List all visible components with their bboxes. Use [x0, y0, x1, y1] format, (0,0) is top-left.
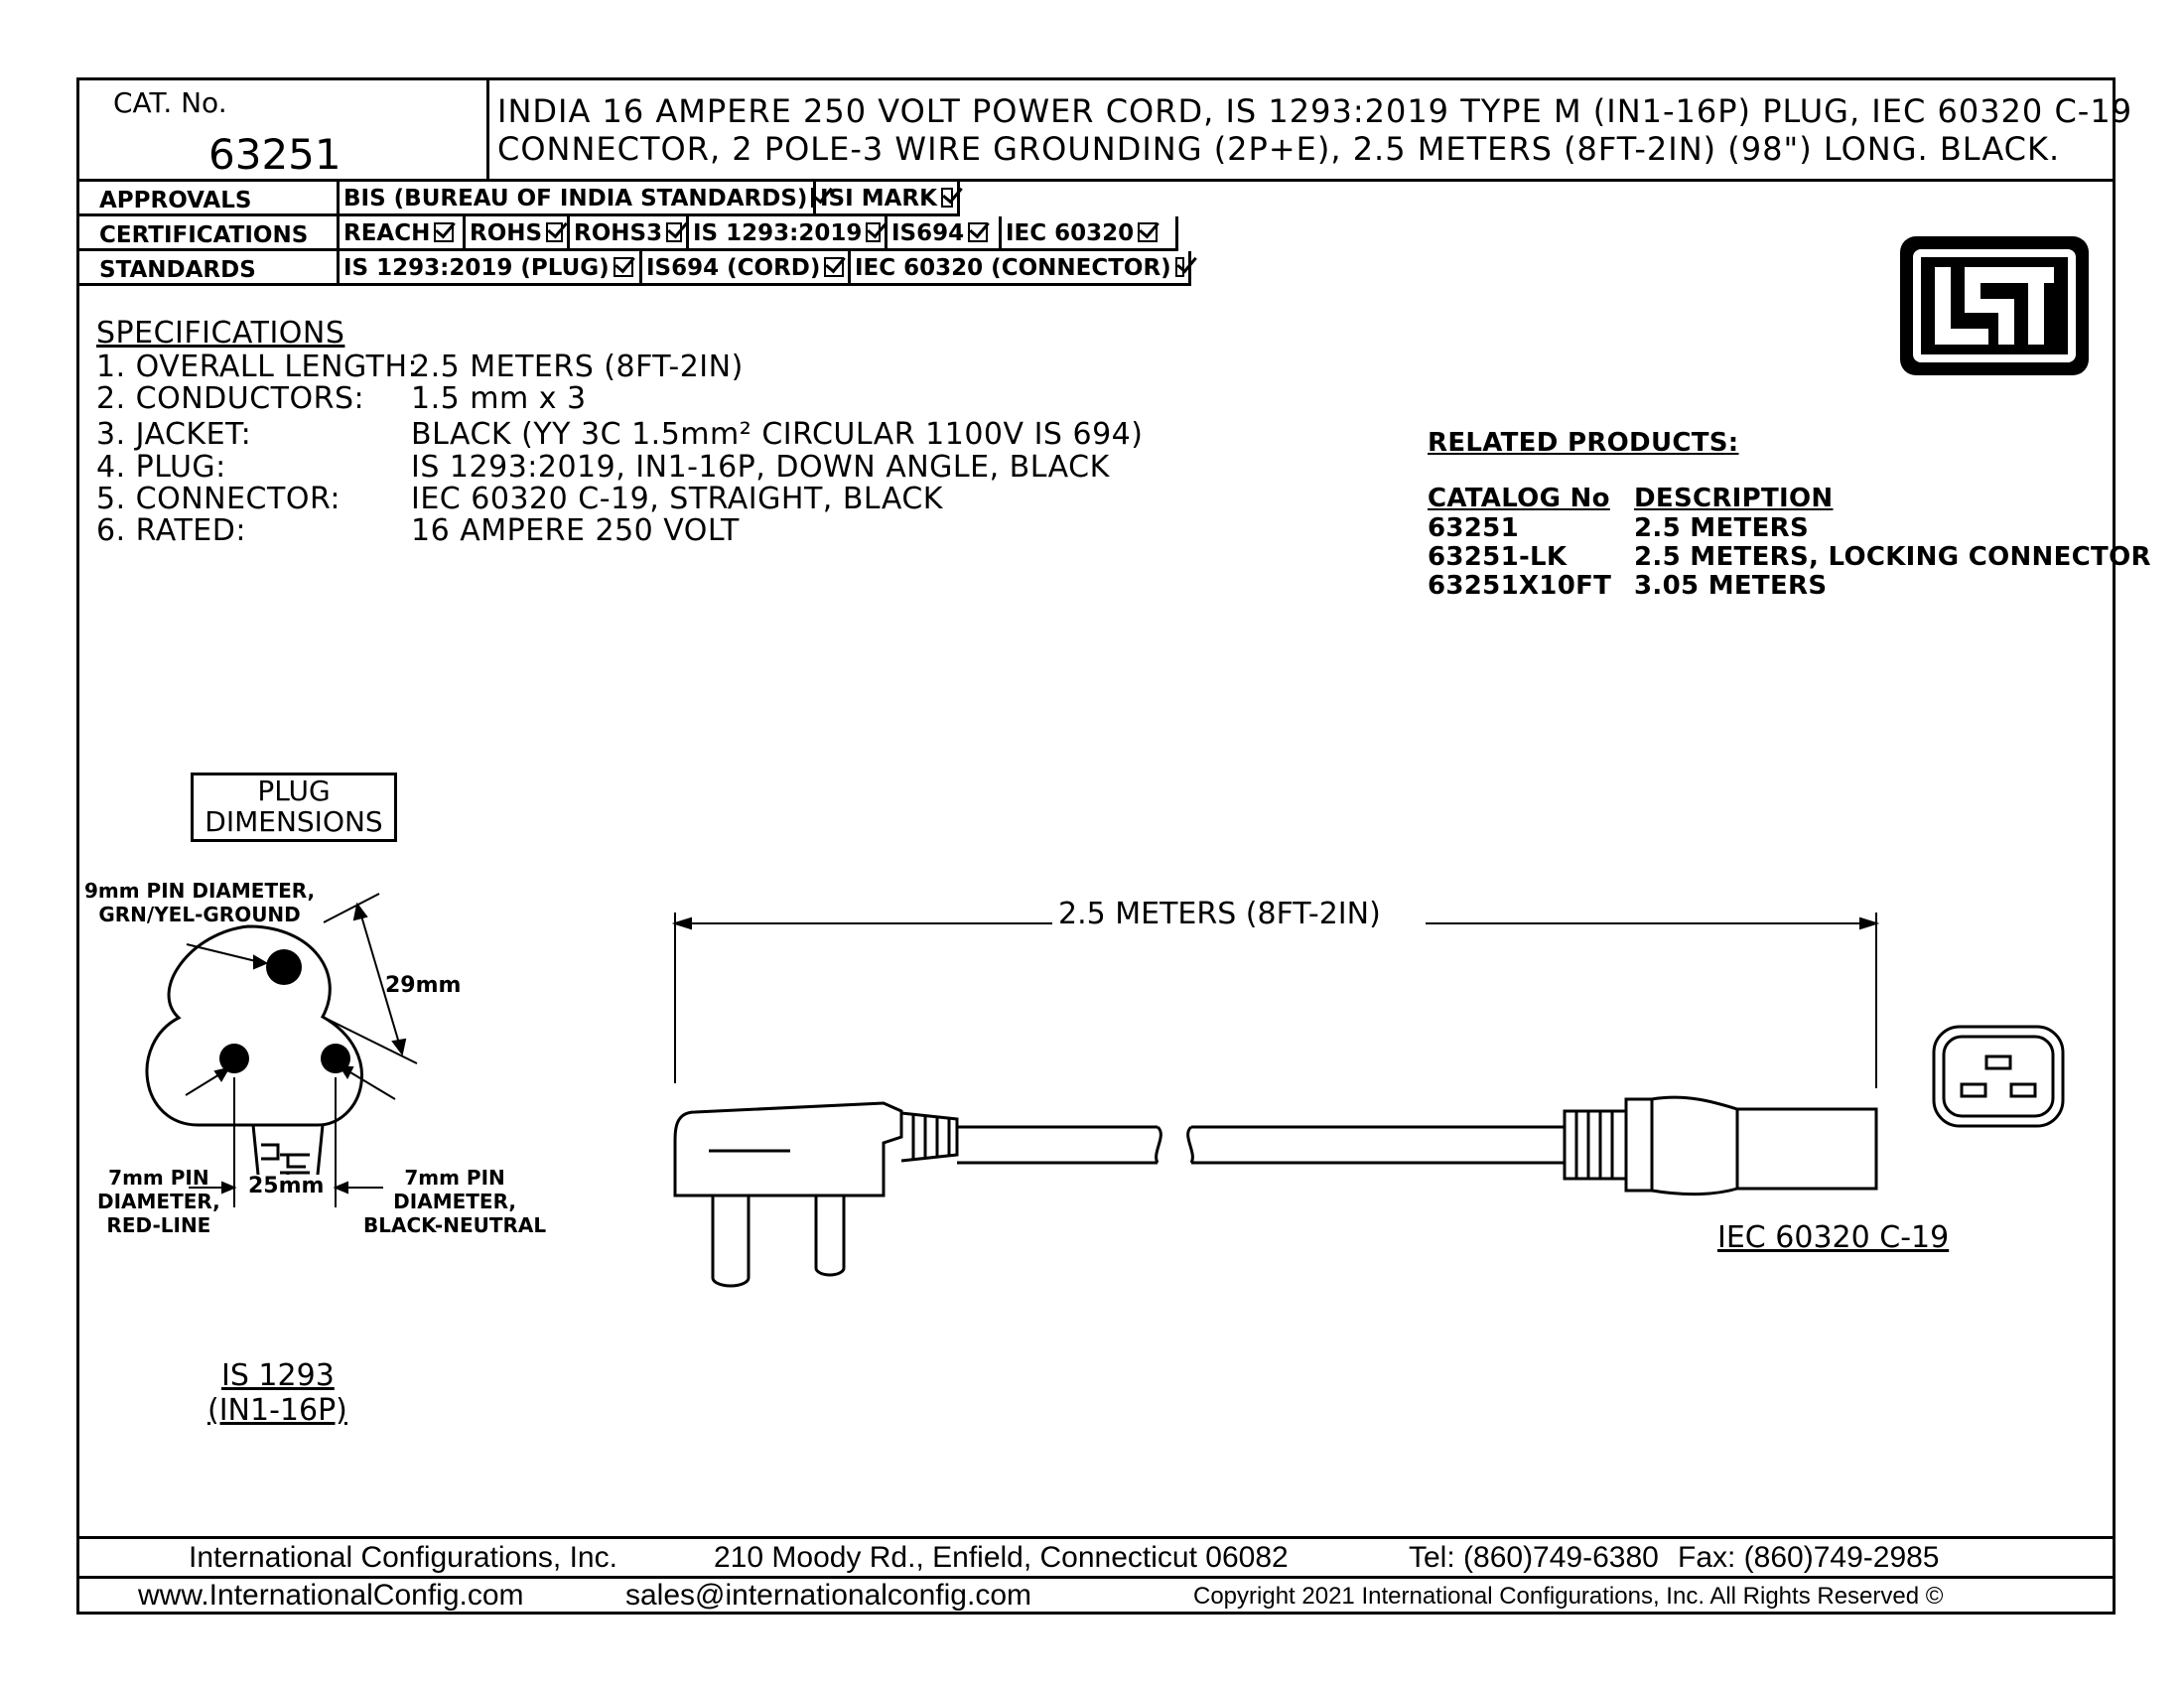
- connector-caption: IEC 60320 C-19: [1717, 1220, 1950, 1255]
- related-description-3: 3.05 METERS: [1634, 571, 1828, 601]
- spec-value-4: IS 1293:2019, IN1-16P, DOWN ANGLE, BLACK: [411, 450, 1110, 485]
- cord-break-right: [1186, 1125, 1194, 1164]
- plug-dimensions-box: PLUG DIMENSIONS: [191, 773, 397, 842]
- spec-value-3: BLACK (YY 3C 1.5mm² CIRCULAR 1100V IS 69…: [411, 417, 1144, 452]
- footer-copyright: Copyright 2021 International Configurati…: [1193, 1583, 1944, 1610]
- spec-label-4: 4. PLUG:: [96, 450, 226, 485]
- plug-box-line-1: PLUG: [257, 774, 331, 807]
- footer-tel: Tel: (860)749-6380: [1409, 1541, 1659, 1574]
- certifications-label: CERTIFICATIONS: [79, 216, 340, 248]
- related-description-1: 2.5 METERS: [1634, 513, 1809, 543]
- spec-label-1: 1. OVERALL LENGTH:: [96, 350, 419, 384]
- plug-grip-lines: [280, 1153, 310, 1187]
- cert-is694: IS694: [887, 216, 1002, 248]
- isi-mark-logo: [1900, 236, 2089, 375]
- spec-label-3: 3. JACKET:: [96, 417, 252, 452]
- dim-29mm-label: 29mm: [385, 973, 462, 998]
- footer-fax: Fax: (860)749-2985: [1678, 1541, 1940, 1574]
- footer-address: 210 Moody Rd., Enfield, Connecticut 0608…: [714, 1541, 1289, 1574]
- cat-label: CAT. No.: [113, 86, 227, 119]
- ground-pin-label: 9mm PIN DIAMETER, GRN/YEL-GROUND: [84, 879, 316, 926]
- spec-label-5: 5. CONNECTOR:: [96, 482, 341, 516]
- certifications-row: CERTIFICATIONS REACH ROHS ROHS3 IS 1293:…: [79, 216, 1178, 251]
- c19-face-drawing: [1932, 1025, 2065, 1128]
- approval-isi: ISI MARK: [816, 182, 960, 213]
- footer-website[interactable]: www.InternationalConfig.com: [138, 1579, 524, 1612]
- related-products-heading: RELATED PRODUCTS:: [1428, 428, 1739, 458]
- plug-pin-left: [711, 1196, 751, 1288]
- spec-value-6: 16 AMPERE 250 VOLT: [411, 513, 740, 548]
- checkbox-icon: [824, 257, 844, 277]
- drawing-sheet: CAT. No. 63251 INDIA 16 AMPERE 250 VOLT …: [76, 77, 2151, 1615]
- c19-line-slot-icon: [1960, 1082, 1987, 1098]
- line-pin-icon: [219, 1044, 249, 1073]
- checkbox-icon: [1138, 222, 1159, 242]
- related-col-description: DESCRIPTION: [1634, 484, 1834, 513]
- footer-row-1: International Configurations, Inc. 210 M…: [79, 1536, 2113, 1574]
- cert-rohs3: ROHS3: [570, 216, 689, 248]
- standards-label: STANDARDS: [79, 251, 340, 283]
- checkbox-icon: [1174, 257, 1184, 277]
- related-description-2: 2.5 METERS, LOCKING CONNECTOR: [1634, 542, 2151, 572]
- c19-neutral-slot-icon: [2009, 1082, 2037, 1098]
- std-plug: IS 1293:2019 (PLUG): [340, 251, 642, 283]
- related-catalog-2: 63251-LK: [1428, 542, 1568, 572]
- related-col-catalog: CATALOG No: [1428, 484, 1610, 513]
- checkbox-icon: [434, 222, 455, 242]
- plug-caption-line-2: (IN1-16P): [207, 1393, 347, 1428]
- spec-value-1: 2.5 METERS (8FT-2IN): [411, 350, 744, 384]
- std-cord: IS694 (CORD): [642, 251, 851, 283]
- checkbox-icon: [940, 188, 953, 208]
- related-catalog-3: 63251X10FT: [1428, 571, 1612, 601]
- cert-iec60320: IEC 60320: [1002, 216, 1178, 248]
- checkbox-icon: [546, 222, 563, 242]
- plug-pin-right: [814, 1196, 846, 1277]
- line-pin-label: 7mm PIN DIAMETER, RED-LINE: [97, 1166, 220, 1237]
- approvals-row: APPROVALS BIS (BUREAU OF INDIA STANDARDS…: [79, 182, 960, 216]
- spec-label-2: 2. CONDUCTORS:: [96, 381, 365, 416]
- footer-email[interactable]: sales@internationalconfig.com: [625, 1579, 1031, 1612]
- cert-rohs: ROHS: [466, 216, 570, 248]
- cord-break-left: [1155, 1125, 1162, 1164]
- footer-row-2: www.InternationalConfig.com sales@intern…: [79, 1576, 2113, 1614]
- dim-25mm-label: 25mm: [246, 1174, 327, 1199]
- angled-plug-body: [673, 1101, 903, 1197]
- approval-bis: BIS (BUREAU OF INDIA STANDARDS): [340, 182, 816, 213]
- connector-strain-relief: [1563, 1109, 1628, 1181]
- cord-assembly-drawing: [671, 913, 1880, 1288]
- cert-reach: REACH: [340, 216, 466, 248]
- cord-length-label: 2.5 METERS (8FT-2IN): [1052, 897, 1387, 931]
- related-catalog-1: 63251: [1428, 513, 1519, 543]
- checkbox-icon: [866, 222, 881, 242]
- plug-grip-notch: [261, 1143, 280, 1161]
- neutral-pin-label: 7mm PIN DIAMETER, BLACK-NEUTRAL: [363, 1166, 547, 1237]
- checkbox-icon: [666, 222, 682, 242]
- catalog-number-box: CAT. No. 63251: [79, 80, 489, 182]
- footer-company: International Configurations, Inc.: [189, 1541, 617, 1574]
- title-box: INDIA 16 AMPERE 250 VOLT POWER CORD, IS …: [489, 80, 2131, 182]
- std-connector: IEC 60320 (CONNECTOR): [851, 251, 1191, 283]
- plug-caption-line-1: IS 1293: [221, 1358, 335, 1393]
- title-line-1: INDIA 16 AMPERE 250 VOLT POWER CORD, IS …: [497, 92, 2133, 130]
- c19-connector-body: [1651, 1095, 1878, 1196]
- plug-face-drawing: [145, 893, 418, 1207]
- spec-value-5: IEC 60320 C-19, STRAIGHT, BLACK: [411, 482, 943, 516]
- checkbox-icon: [613, 257, 633, 277]
- checkbox-icon: [968, 222, 989, 242]
- approvals-label: APPROVALS: [79, 182, 340, 213]
- plug-strain-relief: [900, 1111, 959, 1163]
- spec-label-6: 6. RATED:: [96, 513, 246, 548]
- cert-is1293: IS 1293:2019: [689, 216, 887, 248]
- cat-number: 63251: [208, 130, 341, 179]
- title-line-2: CONNECTOR, 2 POLE-3 WIRE GROUNDING (2P+E…: [497, 130, 2061, 168]
- plug-box-line-2: DIMENSIONS: [205, 805, 383, 838]
- spec-value-2: 1.5 mm x 3: [411, 381, 587, 416]
- standards-row: STANDARDS IS 1293:2019 (PLUG) IS694 (COR…: [79, 251, 1191, 286]
- ground-pin-icon: [266, 949, 302, 985]
- specifications-heading: SPECIFICATIONS: [96, 316, 345, 351]
- checkbox-icon: [811, 188, 816, 208]
- c19-ground-slot-icon: [1984, 1055, 2012, 1070]
